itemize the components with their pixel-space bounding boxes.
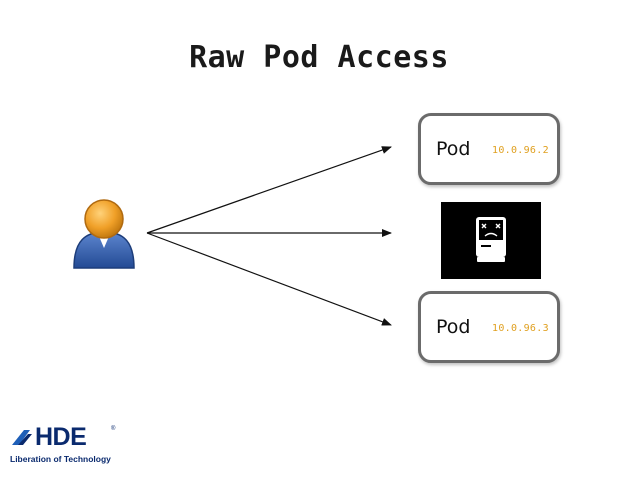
pod-label: Pod: [436, 138, 471, 160]
arrow-to-pod-top: [146, 146, 392, 234]
pod-label: Pod: [436, 316, 471, 338]
sad-mac-icon: [476, 217, 506, 262]
pod-ip-address: 10.0.96.3: [492, 323, 549, 334]
slide-title: Raw Pod Access: [189, 40, 449, 75]
logo-trademark: ®: [111, 426, 116, 432]
hde-logo: HDE ® Liberation of Technology: [10, 423, 140, 469]
pod-box: Pod 10.0.96.3: [418, 291, 560, 363]
arrow-to-pod-bottom: [146, 232, 392, 326]
hde-wing-icon: [12, 430, 32, 445]
logo-tagline: Liberation of Technology: [10, 454, 111, 464]
dead-node-screen: [441, 202, 541, 279]
logo-wordmark: HDE: [35, 423, 87, 451]
pod-box: Pod 10.0.96.2: [418, 113, 560, 185]
user-avatar-icon: [73, 199, 135, 269]
pod-ip-address: 10.0.96.2: [492, 145, 549, 156]
